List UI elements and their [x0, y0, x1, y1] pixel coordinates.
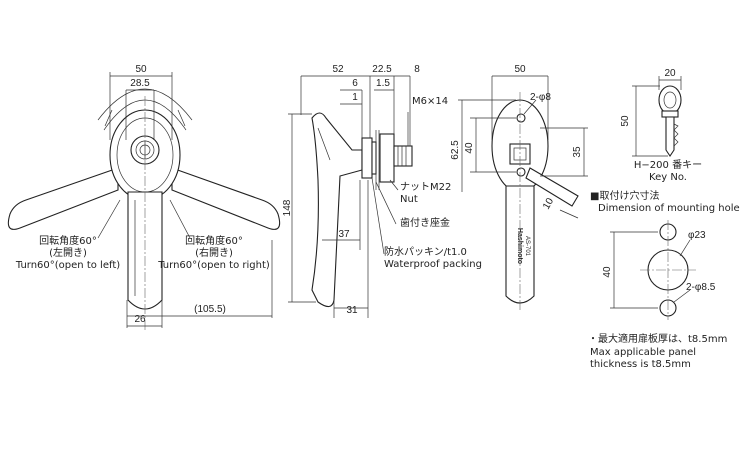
- rear-model-text: AS-701: [524, 236, 530, 257]
- side-dim-37: 37: [338, 229, 350, 240]
- side-base-plate: [361, 137, 373, 179]
- key-head: [658, 85, 682, 115]
- mounting-dim-23: φ23: [688, 230, 706, 241]
- side-nut-label-en: Nut: [400, 194, 418, 205]
- note-jp: ・最大適用扉板厚は、t8.5mm: [588, 332, 727, 345]
- front-dim-bottom-left: 26: [134, 314, 146, 325]
- front-dim-inner: 28.5: [130, 78, 150, 89]
- right-rotated-handle: [171, 167, 281, 230]
- note: ・最大適用扉板厚は、t8.5mm Max applicable panel th…: [588, 332, 727, 370]
- mounting-title-en: Dimension of mounting hole: [598, 203, 740, 214]
- key-blade: [665, 116, 675, 157]
- right-turn-label-jp: 回転角度60°: [185, 234, 243, 247]
- mounting-hole-view: ■取付け穴寸法 Dimension of mounting hole 40 φ2…: [590, 189, 740, 320]
- rear-dim-holes: 2-φ8: [530, 92, 551, 103]
- mounting-title-jp: ■取付け穴寸法: [590, 189, 659, 202]
- side-view: 52 22.5 8 6 1.5 1 M6×14 148 37 31 ナットM22…: [282, 64, 482, 318]
- side-dim-8: 8: [414, 64, 420, 75]
- rear-dim-35: 35: [572, 146, 583, 158]
- side-nut-label-jp: ナットM22: [400, 181, 451, 193]
- side-handle-profile: [311, 112, 363, 308]
- front-view: 50 28.5 26 (105.5) 回転角度60° (左開き) Turn60°…: [7, 64, 281, 330]
- side-dim-52: 52: [332, 64, 344, 75]
- side-thread-label: M6×14: [412, 96, 448, 107]
- rear-dim-50: 50: [514, 64, 526, 75]
- note-en-2: thickness is t8.5mm: [590, 359, 691, 370]
- rear-brand-text: Hashimoto: [516, 228, 523, 264]
- mounting-dim-holes: 2-φ8.5: [686, 282, 716, 293]
- key-dim-50: 50: [620, 115, 631, 127]
- side-dim-1: 1: [352, 92, 358, 103]
- rear-view: 10 Hashimoto AS-701 50 2-φ8 62.5 40 35: [450, 64, 588, 310]
- right-turn-label-en: Turn60°(open to right): [157, 260, 270, 271]
- side-packing-label-en: Waterproof packing: [384, 259, 482, 270]
- rear-dim-10: 10: [541, 196, 556, 212]
- front-dim-bottom-right: (105.5): [194, 304, 226, 315]
- note-en-1: Max applicable panel: [590, 347, 696, 358]
- mounting-dim-40: 40: [602, 266, 613, 278]
- front-dim-top: 50: [135, 64, 147, 75]
- side-dim-31: 31: [346, 305, 358, 316]
- side-dim-1-5: 1.5: [376, 78, 390, 89]
- key-label-en: Key No.: [649, 172, 687, 183]
- side-seat-label-jp: 歯付き座金: [400, 216, 450, 229]
- left-rotated-handle: [7, 167, 119, 230]
- rear-dim-62-5: 62.5: [450, 140, 461, 160]
- side-dim-6: 6: [352, 78, 358, 89]
- side-packing-label-jp: 防水パッキン/t1.0: [384, 245, 467, 258]
- left-turn-label-jp2: (左開き): [49, 246, 87, 259]
- key-dim-20: 20: [664, 68, 676, 79]
- right-turn-label-jp2: (右開き): [195, 246, 233, 259]
- rear-dim-40: 40: [464, 142, 475, 154]
- key-label-jp: H−200 番キー: [634, 159, 702, 171]
- key-view: 20 50 H−200 番キー Key No.: [620, 68, 702, 183]
- side-dim-148: 148: [282, 199, 293, 216]
- side-dim-22-5: 22.5: [372, 64, 392, 75]
- side-nut: [379, 133, 395, 183]
- left-turn-label-jp: 回転角度60°: [39, 234, 97, 247]
- left-turn-label-en: Turn60°(open to left): [15, 260, 120, 271]
